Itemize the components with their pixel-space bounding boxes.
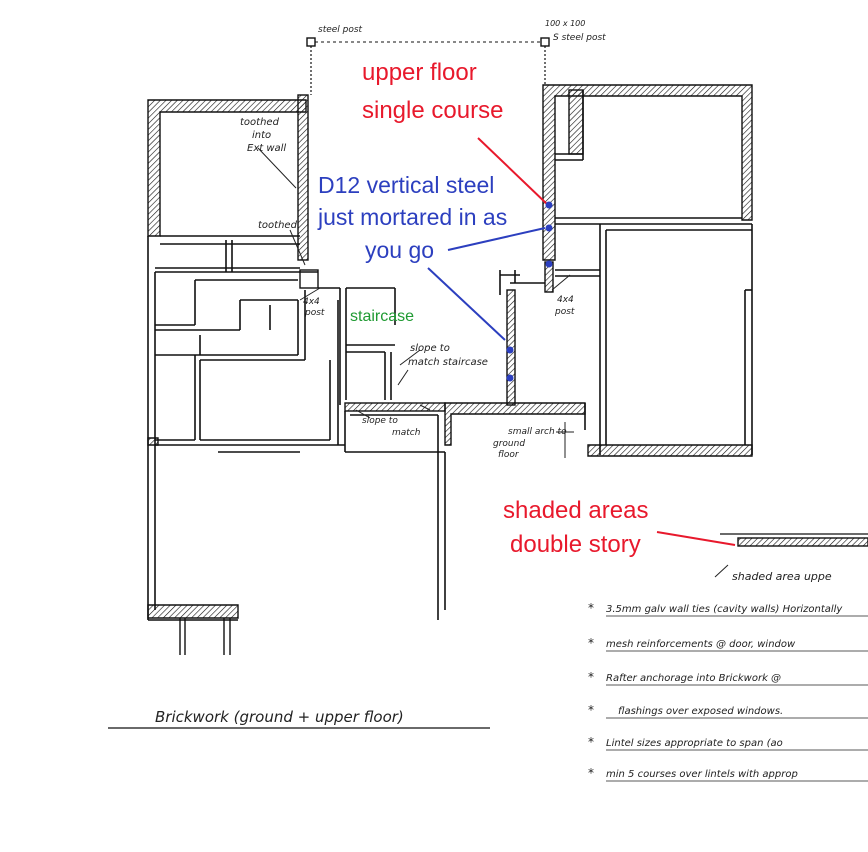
label-post-right-2: post	[554, 307, 575, 317]
label-shaded-area: shaded area uppe	[732, 570, 832, 583]
label-small-arch-1: small arch to	[508, 427, 567, 437]
left-ground-rooms	[147, 236, 446, 655]
label-post-right-1: 4x4	[557, 295, 574, 305]
annotation-you-go: you go	[365, 237, 434, 263]
annotation-shaded-areas: shaded areas	[503, 497, 648, 524]
label-slope-staircase-2: match staircase	[408, 357, 488, 368]
annotation-d12-steel: D12 vertical steel	[318, 172, 494, 198]
label-small-arch-3: floor	[498, 450, 520, 460]
steel-marker	[545, 201, 553, 209]
annotation-mortared: just mortared in as	[317, 204, 507, 230]
left-upper-room	[147, 94, 309, 273]
label-toothed-2: into	[252, 130, 271, 141]
annotation-upper-floor: upper floor	[362, 59, 477, 86]
note-4: flashings over exposed windows.	[618, 706, 783, 717]
steel-posts	[306, 37, 550, 95]
note-2: mesh reinforcements @ door, window	[606, 639, 796, 650]
label-toothed-3: Ext wall	[247, 143, 286, 154]
label-slope-match-2: match	[392, 428, 421, 438]
label-slope-match-1: slope to	[362, 416, 398, 426]
red-annotations: upper floor single course shaded areas d…	[362, 59, 736, 558]
label-toothed: toothed	[258, 220, 298, 231]
annotation-double-story: double story	[510, 531, 641, 558]
annotation-single-course: single course	[362, 97, 503, 124]
steel-marker	[506, 374, 514, 382]
leader-lines	[257, 147, 729, 578]
annotation-staircase: staircase	[350, 308, 414, 325]
label-post-size: 100 x 100	[545, 19, 585, 28]
drawing-title: Brickwork (ground + upper floor)	[155, 708, 404, 726]
blue-annotations: D12 vertical steel just mortared in as y…	[317, 172, 553, 382]
steel-marker	[545, 260, 553, 268]
steel-marker	[506, 346, 514, 354]
note-bullet: *	[588, 636, 594, 650]
label-slope-staircase-1: slope to	[410, 343, 450, 354]
note-bullet: *	[588, 670, 594, 684]
label-toothed-1: toothed	[240, 117, 280, 128]
steel-marker	[545, 224, 553, 232]
note-bullet: *	[588, 735, 594, 749]
label-steel-post: steel post	[318, 25, 363, 35]
notes-list: * 3.5mm galv wall ties (cavity walls) Ho…	[588, 601, 868, 782]
label-post-left-1: 4x4	[303, 297, 320, 307]
label-steel-post-right: S steel post	[553, 33, 606, 43]
note-bullet: *	[588, 601, 594, 615]
legend-shaded-strip	[737, 537, 868, 547]
right-upper-rooms	[542, 84, 753, 457]
note-6: min 5 courses over lintels with approp	[606, 769, 798, 780]
label-small-arch-2: ground	[493, 439, 525, 449]
note-bullet: *	[588, 703, 594, 717]
note-bullet: *	[588, 766, 594, 780]
note-1: 3.5mm galv wall ties (cavity walls) Hori…	[606, 604, 843, 615]
note-3: Rafter anchorage into Brickwork @	[606, 673, 781, 684]
note-5: Lintel sizes appropriate to span (ao	[606, 738, 783, 749]
label-post-left-2: post	[304, 308, 325, 318]
